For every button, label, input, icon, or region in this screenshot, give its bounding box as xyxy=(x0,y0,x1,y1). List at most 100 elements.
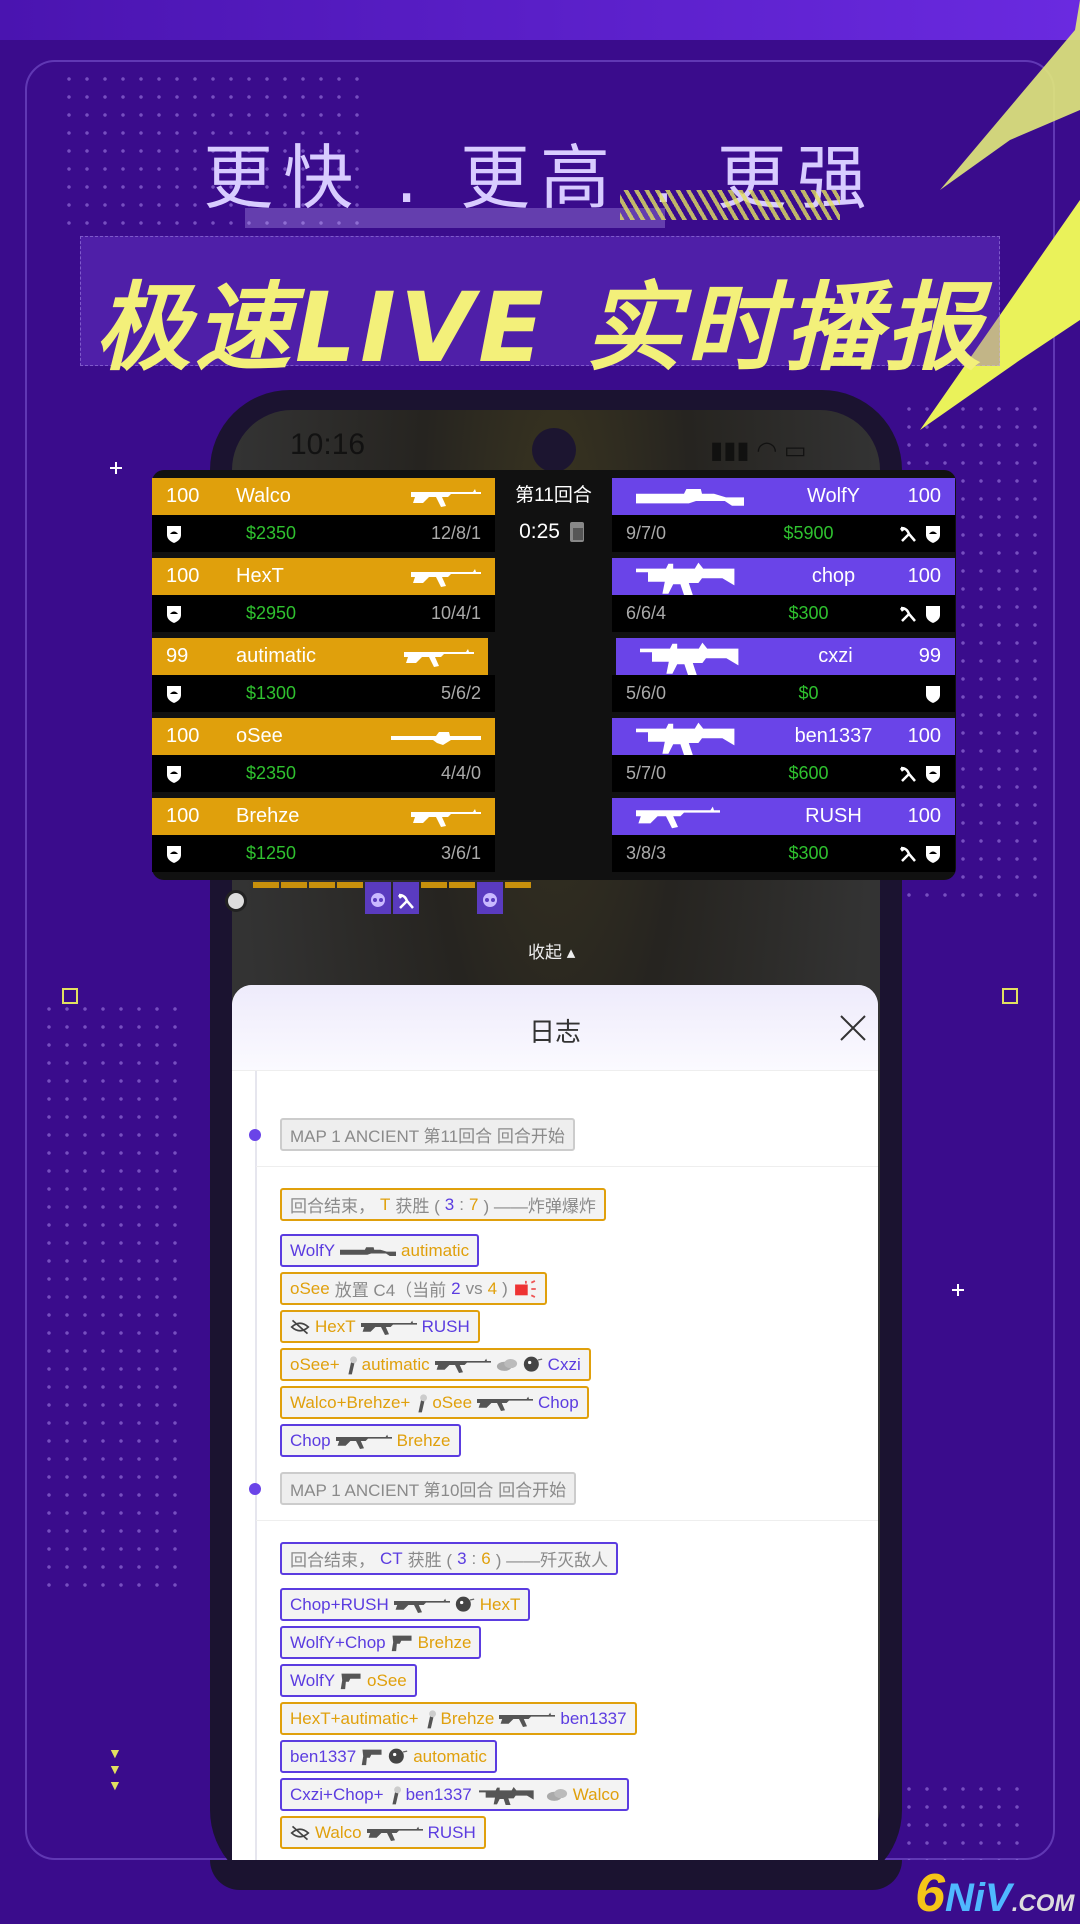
log-panel: 日志 MAP 1 ANCIENT 第11回合 回合开始回合结束，T 获胜 (3:… xyxy=(232,985,878,1865)
log-text: Cxzi+Chop+ xyxy=(290,1784,384,1804)
log-divider xyxy=(256,1166,878,1167)
round-result-ct xyxy=(393,882,419,888)
log-text: Brehze xyxy=(396,1430,451,1450)
log-entry-kill[interactable]: oSee+ autimatic Cxzi xyxy=(280,1348,591,1381)
c4-icon xyxy=(513,1279,537,1298)
player-name: Brehze xyxy=(236,805,300,827)
log-text: oSee xyxy=(290,1278,330,1298)
helmet-icon xyxy=(166,685,246,703)
log-text: Brehze xyxy=(440,1708,495,1728)
log-divider xyxy=(256,1520,878,1521)
log-text: 获胜 ( xyxy=(407,1551,453,1570)
log-text: oSee xyxy=(367,1670,407,1690)
log-entry-end[interactable]: 回合结束，CT 获胜 (3:6) ——歼灭敌人 xyxy=(280,1542,619,1575)
awp-weapon-icon xyxy=(636,483,786,509)
gear-icons xyxy=(881,845,941,863)
smoke-icon xyxy=(496,1357,518,1372)
pistol-icon xyxy=(340,1672,362,1690)
player-hp: 100 xyxy=(907,725,941,747)
defuse-icon xyxy=(899,605,917,623)
flash-icon xyxy=(415,1393,428,1413)
player-hp: 100 xyxy=(166,565,200,587)
player-money: $5900 xyxy=(783,523,834,543)
log-text: Walco+Brehze+ xyxy=(290,1392,411,1412)
log-text: 获胜 ( xyxy=(395,1197,440,1216)
player-kda: 5/6/2 xyxy=(440,683,481,703)
log-title: 日志 xyxy=(528,1017,581,1047)
player-money: $2350 xyxy=(246,523,297,543)
log-entry-header[interactable]: MAP 1 ANCIENT 第10回合 回合开始 xyxy=(280,1472,577,1505)
log-entry-header[interactable]: MAP 1 ANCIENT 第11回合 回合开始 xyxy=(280,1118,575,1151)
log-text: 4 xyxy=(487,1278,498,1298)
flash-icon xyxy=(389,1785,401,1805)
ak-weapon-icon xyxy=(411,486,481,508)
smoke-icon xyxy=(546,1787,568,1802)
defuse-icon xyxy=(393,888,419,914)
round-result-ct xyxy=(365,882,391,888)
t-player-stats: $2350 12/8/1 xyxy=(152,515,495,552)
log-text: Cxzi xyxy=(547,1354,581,1374)
defuse-icon xyxy=(899,525,917,543)
skull-icon xyxy=(365,888,391,914)
round-result-t xyxy=(309,882,335,888)
blind-icon xyxy=(290,1318,310,1336)
ak-icon xyxy=(499,1711,556,1727)
ak-icon xyxy=(366,1825,423,1841)
player-kda: 12/8/1 xyxy=(430,523,481,543)
helmet-icon xyxy=(166,845,246,863)
player-kda: 4/4/0 xyxy=(440,763,481,783)
log-text: vs xyxy=(465,1278,483,1298)
awp-icon xyxy=(340,1244,397,1258)
c4-bomb-icon xyxy=(569,522,584,542)
player-name: chop xyxy=(811,565,856,587)
log-text: 3 xyxy=(457,1548,467,1568)
helmet-icon xyxy=(166,765,246,783)
player-name: Walco xyxy=(236,485,291,507)
round-timer: 0:25 xyxy=(495,520,612,544)
log-entry-end[interactable]: 回合结束，T 获胜 (3:7) ——炸弹爆炸 xyxy=(280,1188,606,1221)
ct-player-row[interactable]: cxzi 99 xyxy=(616,638,955,675)
collapse-button[interactable]: 收起 ▴ xyxy=(528,943,576,962)
ak-weapon-icon xyxy=(404,646,474,668)
timer-text: 0:25 xyxy=(519,520,560,543)
t-player-row[interactable]: 100 Brehze xyxy=(152,798,495,835)
ct-player-stats: 6/6/4$300 xyxy=(612,595,955,632)
player-name: cxzi xyxy=(818,645,853,667)
log-text: oSee+ xyxy=(290,1354,340,1374)
log-text: : xyxy=(471,1548,477,1568)
log-text: automatic xyxy=(413,1746,487,1766)
m4-weapon-icon xyxy=(640,639,790,675)
ct-player-stats: 5/7/0$600 xyxy=(612,755,955,792)
player-hp: 100 xyxy=(166,805,200,827)
close-icon[interactable] xyxy=(838,1013,868,1043)
player-hp: 99 xyxy=(918,645,941,667)
log-text: autimatic xyxy=(361,1354,430,1374)
shield-icon xyxy=(925,685,941,703)
decor-dots xyxy=(60,70,360,230)
log-text: oSee xyxy=(432,1392,473,1412)
chevrons-down-decor: ▼▼▼ xyxy=(108,1745,122,1793)
ak-weapon-icon xyxy=(636,803,786,829)
headshot-icon xyxy=(455,1595,475,1615)
